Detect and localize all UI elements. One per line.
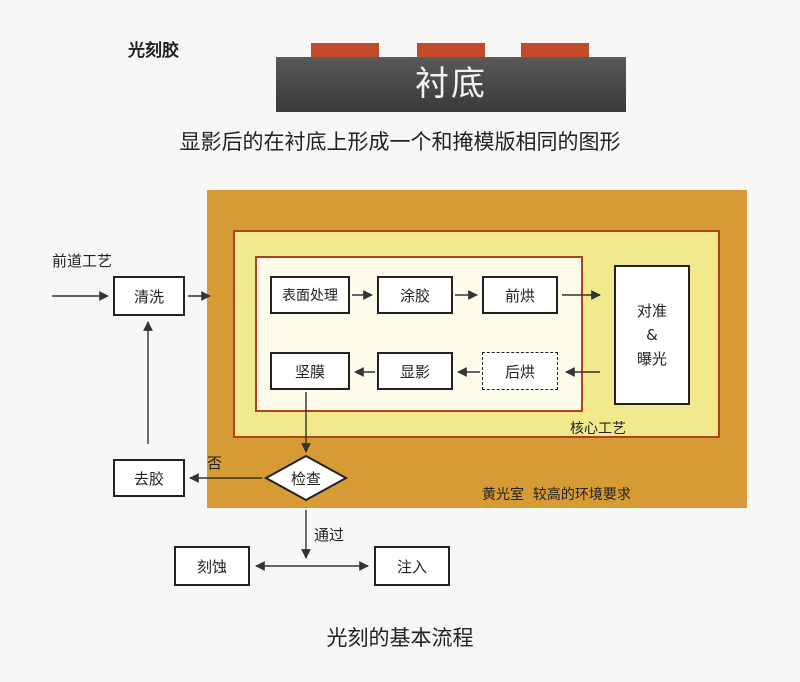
photoresist-block: [521, 43, 589, 57]
align-expose-step: 对准 & 曝光: [614, 265, 690, 405]
photoresist-label: 光刻胶: [128, 41, 179, 61]
yellow-room-label: 黄光室 较高的环境要求: [482, 487, 631, 503]
coating-step: 涂胶: [377, 276, 453, 314]
etch-step: 刻蚀: [174, 546, 250, 586]
photoresist-block: [311, 43, 379, 57]
postbake-step: 后烘: [482, 352, 558, 390]
fail-label: 否: [207, 454, 223, 472]
top-caption: 显影后的在衬底上形成一个和掩模版相同的图形: [179, 130, 621, 154]
inspect-diamond: [263, 454, 349, 502]
implant-step: 注入: [374, 546, 450, 586]
surface-treatment-step: 表面处理: [270, 276, 350, 314]
strip-step: 去胶: [113, 459, 185, 497]
inspect-label: 检查: [291, 470, 321, 488]
photoresist-block: [417, 43, 485, 57]
substrate-block: 衬底: [276, 57, 626, 112]
develop-step: 显影: [377, 352, 453, 390]
bottom-caption: 光刻的基本流程: [326, 626, 474, 650]
hardbake-step: 坚膜: [270, 352, 350, 390]
align-label: 对准: [636, 302, 667, 320]
ampersand-label: &: [646, 326, 658, 344]
core-process-label: 核心工艺: [570, 421, 626, 437]
clean-step: 清洗: [113, 276, 185, 316]
expose-label: 曝光: [636, 350, 667, 368]
pass-label: 通过: [314, 526, 345, 544]
prebake-step: 前烘: [482, 276, 558, 314]
input-process-label: 前道工艺: [52, 252, 113, 270]
